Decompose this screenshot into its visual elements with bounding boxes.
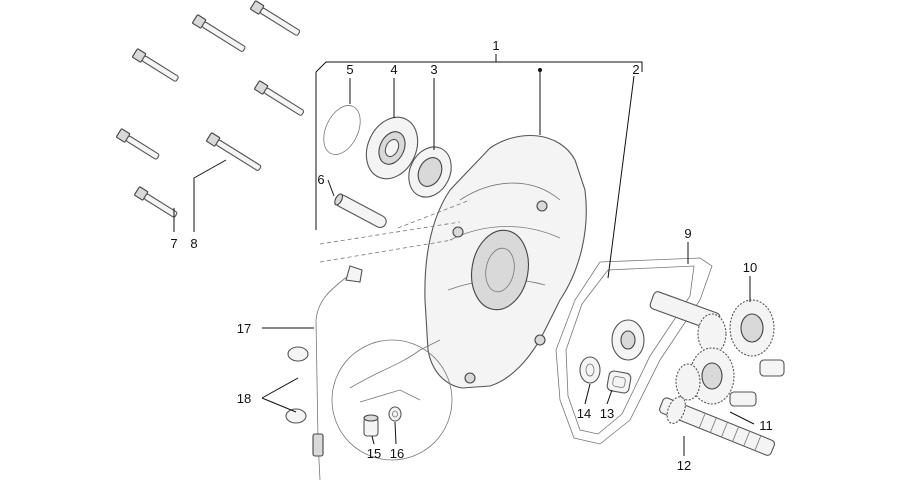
callout-6: 6	[317, 172, 324, 187]
washer	[579, 356, 601, 384]
bolt	[116, 128, 160, 160]
oil-tube	[312, 265, 363, 481]
callout-7: 7	[170, 236, 177, 251]
gear-shaft-upper	[649, 291, 785, 377]
callout-4: 4	[390, 62, 397, 77]
callout-16: 16	[390, 446, 404, 461]
callout-12: 12	[677, 458, 691, 473]
bolt	[206, 132, 262, 171]
output-shaft	[659, 396, 776, 456]
callout-17: 17	[237, 321, 251, 336]
crankcase-cover	[424, 135, 587, 389]
callout-5: 5	[346, 62, 353, 77]
leader-lines	[173, 54, 755, 456]
callout-13: 13	[600, 406, 614, 421]
callout-11: 11	[759, 418, 773, 433]
callout-18: 18	[237, 391, 251, 406]
bolt	[132, 48, 179, 82]
detail-inset	[331, 339, 453, 461]
bolt-group	[116, 0, 305, 218]
oil-seal	[408, 146, 452, 198]
callout-9: 9	[684, 226, 691, 241]
clip	[606, 370, 632, 394]
callout-8: 8	[190, 236, 197, 251]
callout-2: 2	[632, 62, 639, 77]
bolt	[192, 14, 246, 52]
gear-middle	[675, 347, 757, 407]
bearing	[365, 116, 419, 180]
callout-10: 10	[743, 260, 757, 275]
callout-1: 1	[492, 38, 499, 53]
drain-plug	[363, 414, 379, 437]
bolt	[134, 186, 178, 218]
snap-ring	[323, 105, 361, 155]
alignment-lines	[319, 199, 471, 263]
dowel-pin	[334, 193, 387, 229]
hose-clamps	[285, 346, 309, 424]
gasket	[555, 257, 713, 445]
bolt	[254, 80, 305, 116]
small-bearing	[611, 319, 645, 361]
callout-labels: 1 2 3 4 5 6 7 8 9 10 11 12 13 14 15 16 1…	[170, 38, 772, 473]
callout-3: 3	[430, 62, 437, 77]
callout-14: 14	[577, 406, 591, 421]
sealing-washer	[388, 406, 402, 422]
callout-15: 15	[367, 446, 381, 461]
bolt	[250, 0, 301, 36]
